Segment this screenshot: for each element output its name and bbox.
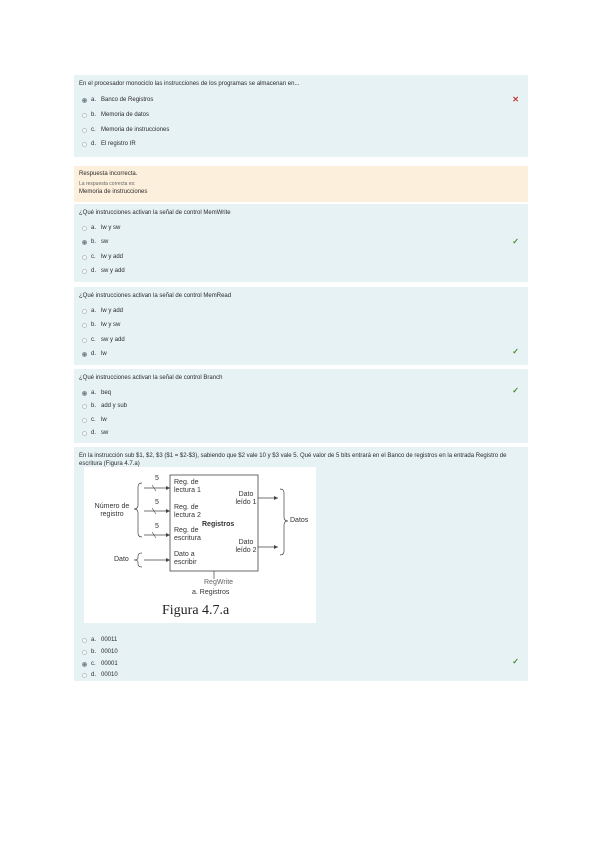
register-file-figure: 5 Reg. de lectura 1 5 Reg. de lectura 2 … xyxy=(84,467,316,623)
radio[interactable] xyxy=(82,637,87,643)
check-icon: ✓ xyxy=(512,657,519,666)
question-card-1: En el procesador monociclo las instrucci… xyxy=(74,75,528,157)
radio[interactable] xyxy=(82,322,87,328)
radio-selected[interactable] xyxy=(82,390,87,396)
label-num-3: 5 xyxy=(155,523,159,530)
label-datos: Datos xyxy=(290,517,309,524)
option-a[interactable]: a. beq xyxy=(82,388,111,398)
option-b[interactable]: b. 00010 xyxy=(82,647,118,657)
label-numero-registro: Número de registro xyxy=(94,503,130,518)
radio[interactable] xyxy=(82,417,87,423)
radio[interactable] xyxy=(82,308,87,314)
radio[interactable] xyxy=(82,254,87,260)
option-d[interactable]: d. sw xyxy=(82,428,108,438)
label-num-2: 5 xyxy=(155,499,159,506)
radio[interactable] xyxy=(82,430,87,436)
option-b[interactable]: b. sw xyxy=(82,237,108,247)
option-c[interactable]: c. lw xyxy=(82,415,107,425)
label-sub-caption: a. Registros xyxy=(192,589,230,596)
question-card-5: En la instrucción sub $1, $2, $3 ($1 = $… xyxy=(74,447,528,681)
feedback-subtitle: La respuesta correcta es: xyxy=(79,181,136,187)
option-d[interactable]: d. lw xyxy=(82,349,107,359)
radio[interactable] xyxy=(82,649,87,655)
option-c[interactable]: c. 00001 xyxy=(82,659,118,669)
question-text: ¿Qué instrucciones activan la señal de c… xyxy=(79,375,223,381)
feedback-box: Respuesta incorrecta. La respuesta corre… xyxy=(74,166,528,202)
label-reg-lectura-1: Reg. de lectura 1 xyxy=(174,479,201,494)
question-card-3: ¿Qué instrucciones activan la señal de c… xyxy=(74,287,528,365)
radio[interactable] xyxy=(82,225,87,231)
radio-selected[interactable] xyxy=(82,661,87,667)
label-reg-lectura-2: Reg. de lectura 2 xyxy=(174,504,201,519)
label-regwrite: RegWrite xyxy=(204,579,234,586)
radio[interactable] xyxy=(82,141,87,147)
radio[interactable] xyxy=(82,127,87,133)
label-dato-leido-2: Dato leído 2 xyxy=(235,539,257,554)
option-a[interactable]: a. lw y add xyxy=(82,306,123,316)
option-d[interactable]: d. 00010 xyxy=(82,670,118,680)
label-num-1: 5 xyxy=(155,475,159,482)
label-dato-leido-1: Dato leído 1 xyxy=(235,491,257,506)
feedback-answer: Memoria de instrucciones xyxy=(79,189,148,195)
figure-caption: Figura 4.7.a xyxy=(162,603,230,618)
label-registros: Registros xyxy=(202,521,235,528)
label-dato: Dato xyxy=(114,556,129,563)
label-dato-escribir: Dato a escribir xyxy=(174,551,197,566)
label-reg-escritura: Reg. de escritura xyxy=(174,527,201,542)
radio-selected[interactable] xyxy=(82,351,87,357)
check-icon: ✓ xyxy=(512,386,519,395)
question-card-2: ¿Qué instrucciones activan la señal de c… xyxy=(74,204,528,282)
radio[interactable] xyxy=(82,672,87,678)
check-icon: ✓ xyxy=(512,347,519,356)
question-text: ¿Qué instrucciones activan la señal de c… xyxy=(79,210,231,216)
option-b[interactable]: b. add y sub xyxy=(82,401,127,411)
option-b[interactable]: b. Memoria de datos xyxy=(82,110,149,120)
register-file-diagram xyxy=(133,474,289,579)
feedback-title: Respuesta incorrecta. xyxy=(79,171,138,177)
radio[interactable] xyxy=(82,403,87,409)
option-d[interactable]: d. sw y add xyxy=(82,266,125,276)
option-c[interactable]: c. Memoria de instrucciones xyxy=(82,125,169,135)
radio-selected[interactable] xyxy=(82,239,87,245)
radio[interactable] xyxy=(82,337,87,343)
x-icon: ✕ xyxy=(512,95,519,104)
option-a[interactable]: a. 00011 xyxy=(82,635,117,645)
option-d[interactable]: d. El registro IR xyxy=(82,139,136,149)
radio[interactable] xyxy=(82,112,87,118)
radio[interactable] xyxy=(82,268,87,274)
option-a[interactable]: a. lw y sw xyxy=(82,223,120,233)
option-c[interactable]: c. lw y add xyxy=(82,252,123,262)
question-card-4: ¿Qué instrucciones activan la señal de c… xyxy=(74,369,528,443)
option-a[interactable]: a. Banco de Registros xyxy=(82,95,153,105)
question-text: En la instrucción sub $1, $2, $3 ($1 = $… xyxy=(79,453,507,467)
question-text: ¿Qué instrucciones activan la señal de c… xyxy=(79,293,232,299)
check-icon: ✓ xyxy=(512,237,519,246)
option-c[interactable]: c. sw y add xyxy=(82,335,125,345)
option-b[interactable]: b. lw y sw xyxy=(82,320,120,330)
radio-selected[interactable] xyxy=(82,97,87,103)
question-text: En el procesador monociclo las instrucci… xyxy=(79,81,300,87)
